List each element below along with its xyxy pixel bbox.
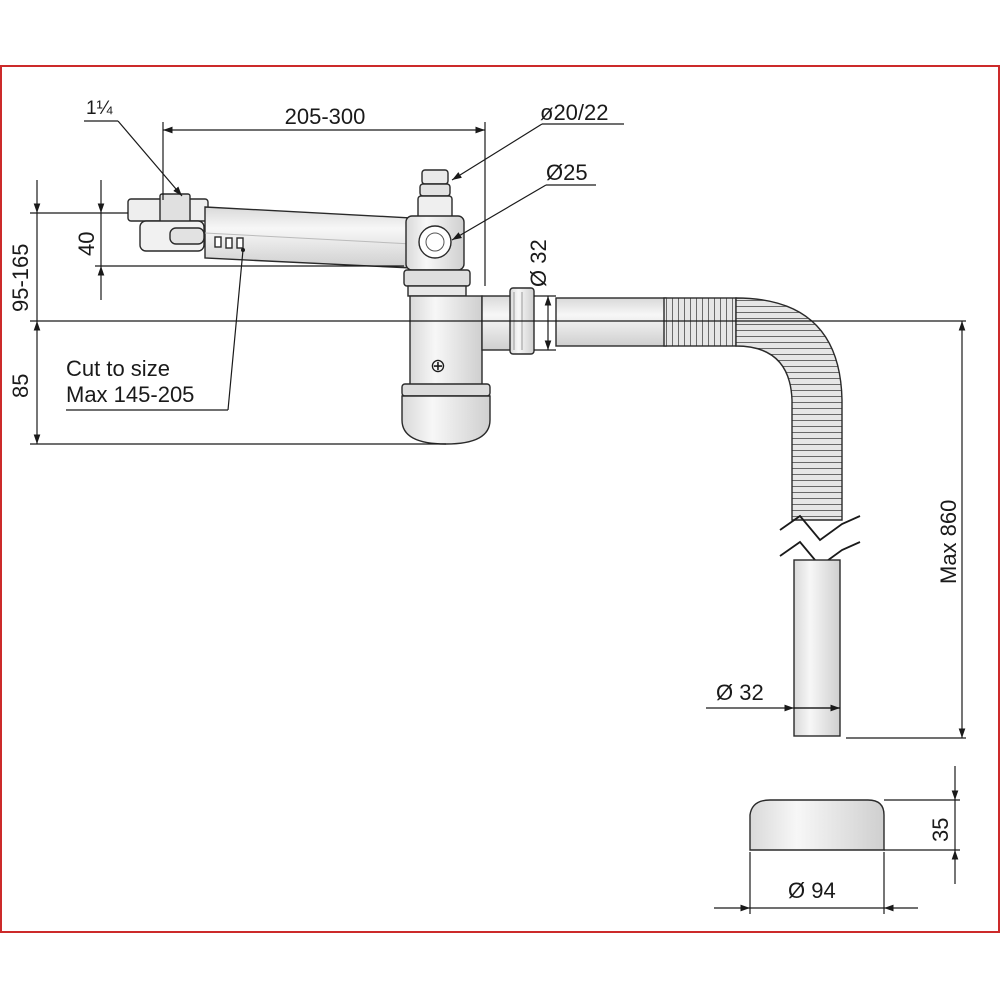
svg-text:⊕: ⊕ [430, 356, 446, 377]
siphon-body: ⊕ [401, 215, 491, 445]
max-length-label: Max 860 [936, 500, 961, 584]
thread-label: 1¼ [86, 98, 114, 119]
cap-dia-label: Ø 94 [788, 878, 836, 903]
pipe-dia-label: Ø 32 [716, 680, 764, 705]
outlet-dia-label: Ø 32 [526, 239, 551, 287]
hose-connector [417, 169, 453, 221]
cut-note-line1: Cut to size [66, 356, 170, 381]
drawing-frame [0, 65, 1000, 933]
trap-depth-label: 85 [8, 374, 33, 398]
inlet-height-label: 40 [74, 232, 99, 256]
height-range-label: 95-165 [8, 243, 33, 312]
cut-note-line2: Max 145-205 [66, 382, 194, 407]
side-conn-label: Ø25 [546, 160, 588, 185]
cap-height-label: 35 [928, 818, 953, 842]
sink-strainer [127, 193, 209, 252]
hose-conn-label: ø20/22 [540, 100, 609, 125]
overflow-arm [204, 206, 413, 269]
end-cap [749, 799, 885, 851]
flexible-hose [555, 297, 861, 737]
width-label: 205-300 [285, 104, 366, 129]
